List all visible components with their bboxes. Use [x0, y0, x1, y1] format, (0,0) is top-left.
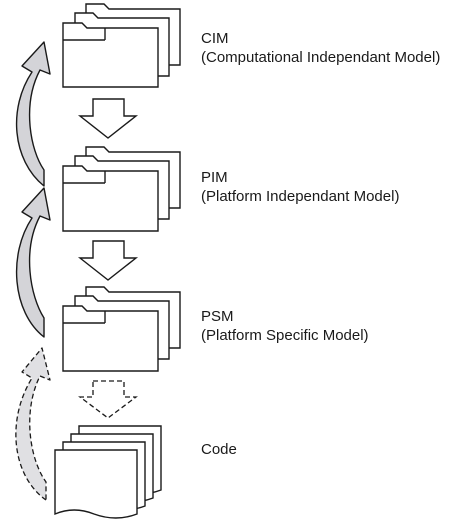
- cim-to-pim-arrow: [77, 98, 139, 139]
- pim-label: PIM (Platform Independant Model): [201, 168, 399, 206]
- cim-subtitle: (Computational Independant Model): [201, 49, 441, 66]
- pim-to-cim-return-arrow: [15, 41, 51, 187]
- code-label: Code: [201, 440, 237, 459]
- psm-to-pim-return-arrow: [15, 187, 51, 338]
- pim-to-psm-arrow: [77, 240, 139, 281]
- psm-to-code-dashed-arrow: [78, 380, 138, 419]
- pim-subtitle: (Platform Independant Model): [201, 188, 400, 205]
- code-to-psm-return-arrow: [15, 347, 51, 501]
- psm-title: PSM: [201, 308, 234, 325]
- cim-label: CIM (Computational Independant Model): [201, 29, 440, 67]
- psm-subtitle: (Platform Specific Model): [201, 327, 369, 344]
- pim-title: PIM: [201, 169, 228, 186]
- cim-title: CIM: [201, 30, 229, 47]
- code-title: Code: [201, 441, 237, 458]
- cim-folder-stack: [62, 3, 181, 88]
- pim-folder-stack: [62, 146, 181, 232]
- psm-folder-stack: [62, 286, 181, 372]
- code-document-stack: [54, 425, 162, 519]
- psm-label: PSM (Platform Specific Model): [201, 307, 369, 345]
